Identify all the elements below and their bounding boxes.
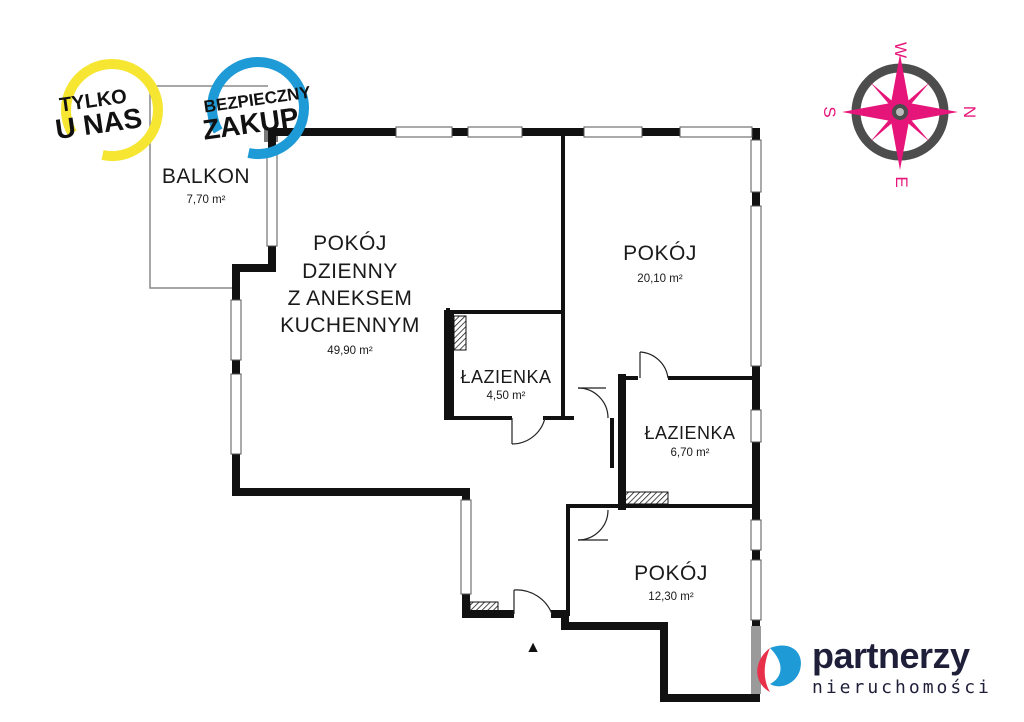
brand-name: partnerzy <box>812 635 970 676</box>
room-bathroom-small: ŁAZIENKA 4,50 m² <box>460 367 551 402</box>
room-name-line: POKÓJ <box>313 232 387 255</box>
doors <box>511 351 669 615</box>
room-bathroom-right: ŁAZIENKA 6,70 m² <box>644 423 735 459</box>
room-area: 20,10 m² <box>637 273 683 285</box>
room-living: POKÓJ DZIENNY Z ANEKSEM KUCHENNYM 49,90 … <box>280 232 420 357</box>
room-area: 6,70 m² <box>671 447 710 459</box>
room-name-line: Z ANEKSEM <box>288 287 413 310</box>
badge-safe-purchase: BEZPIECZNY ZAKUP <box>201 57 313 159</box>
badge-exclusive: TYLKO U NAS <box>53 59 164 161</box>
brand-tagline: nieruchomości <box>812 677 992 698</box>
compass-south-label: S <box>820 106 839 117</box>
room-name: BALKON <box>162 165 250 188</box>
compass-north-label: N <box>960 106 979 118</box>
compass-east-label: E <box>892 176 911 187</box>
brand-logo: partnerzy nieruchomości <box>757 635 992 698</box>
room-top-right: POKÓJ 20,10 m² <box>623 242 697 285</box>
ventilation-shaft <box>469 601 499 613</box>
windows <box>230 126 762 694</box>
brand-mark-icon <box>757 645 801 692</box>
room-area: 49,90 m² <box>327 345 373 357</box>
room-balcony: BALKON 7,70 m² <box>162 165 250 206</box>
entrance-arrow-icon: ▲ <box>525 639 541 656</box>
room-name: ŁAZIENKA <box>460 367 551 387</box>
compass-rose-icon: W N S E <box>820 42 979 188</box>
exterior-walls <box>232 128 760 702</box>
compass-west-label: W <box>891 42 910 58</box>
room-name: POKÓJ <box>623 242 697 265</box>
room-area: 7,70 m² <box>187 194 226 206</box>
room-area: 12,30 m² <box>648 591 694 603</box>
room-name-line: KUCHENNYM <box>280 314 420 337</box>
room-bottom-right: POKÓJ 12,30 m² <box>634 562 708 603</box>
room-area: 4,50 m² <box>487 390 526 402</box>
room-name-line: DZIENNY <box>302 260 398 283</box>
ventilation-shaft <box>453 315 467 351</box>
room-name: ŁAZIENKA <box>644 423 735 443</box>
room-name: POKÓJ <box>634 562 708 585</box>
ventilation-shaft <box>623 491 669 505</box>
balcony-outline <box>149 85 268 289</box>
